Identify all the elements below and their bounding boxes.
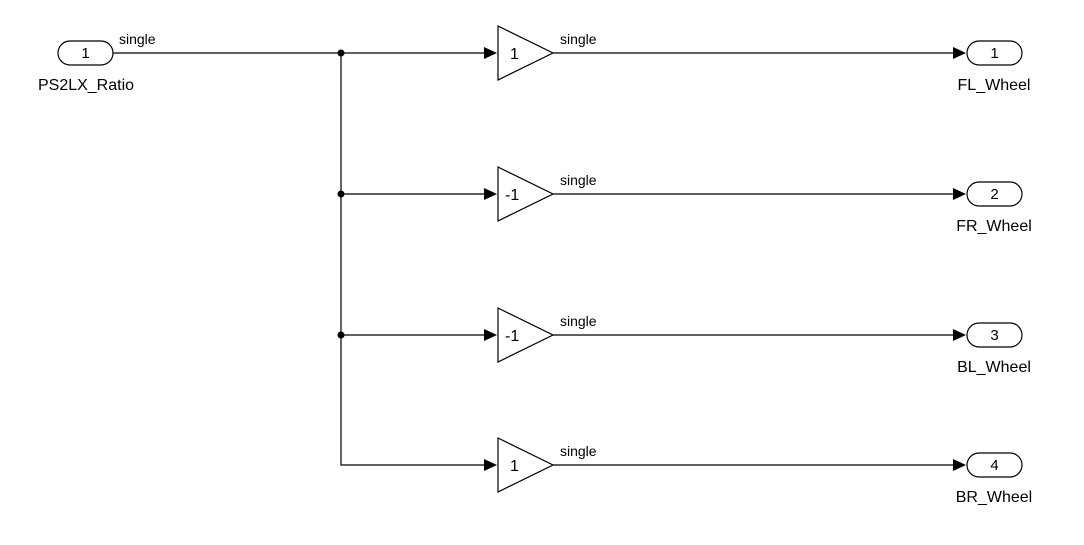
branch-point-1	[337, 49, 345, 57]
outport-name-4: BR_Wheel	[956, 489, 1032, 506]
outport-block-1[interactable]	[966, 40, 1023, 66]
outport-block-2[interactable]	[966, 181, 1023, 207]
arrowhead-icon	[953, 188, 966, 200]
branch-point-3	[337, 331, 345, 339]
gain-block-4[interactable]	[497, 437, 555, 493]
branch-row-1: 1 single 1 FL_Wheel	[484, 25, 1031, 94]
outport-block-3[interactable]	[966, 322, 1023, 348]
gain-value-2: -1	[505, 187, 519, 204]
outport-block-4[interactable]	[966, 452, 1023, 478]
output-signal-label-1: single	[560, 31, 597, 47]
signal-trunk[interactable]	[113, 52, 484, 466]
gain-block-1[interactable]	[497, 25, 555, 81]
branch-row-3: -1 single 3 BL_Wheel	[484, 307, 1031, 376]
gain-value-3: -1	[505, 328, 519, 345]
outport-number-3: 3	[990, 327, 998, 344]
inport-name: PS2LX_Ratio	[38, 77, 134, 94]
inport-block[interactable]: 1	[57, 40, 114, 66]
arrowhead-icon	[953, 47, 966, 59]
gain-value-4: 1	[510, 458, 519, 475]
branch-row-4: 1 single 4 BR_Wheel	[484, 437, 1032, 506]
output-signal-label-3: single	[560, 313, 597, 329]
outport-number-2: 2	[990, 186, 998, 203]
arrowhead-icon	[953, 329, 966, 341]
output-signal-label-2: single	[560, 172, 597, 188]
inport-signal-label: single	[119, 31, 156, 47]
outport-name-1: FL_Wheel	[958, 77, 1031, 94]
branch-row-2: -1 single 2 FR_Wheel	[484, 166, 1032, 235]
arrowhead-icon	[484, 188, 497, 200]
branch-point-2	[337, 190, 345, 198]
arrowhead-icon	[484, 47, 497, 59]
outport-name-3: BL_Wheel	[957, 359, 1031, 376]
gain-block-2[interactable]	[497, 166, 555, 222]
gain-value-1: 1	[510, 46, 519, 63]
arrowhead-icon	[484, 459, 497, 471]
inport-number: 1	[81, 45, 89, 62]
arrowhead-icon	[484, 329, 497, 341]
branch-trunk-line	[340, 53, 484, 466]
gain-block-3[interactable]	[497, 307, 555, 363]
outport-number-1: 1	[990, 45, 998, 62]
outport-name-2: FR_Wheel	[956, 218, 1032, 235]
arrowhead-icon	[953, 459, 966, 471]
outport-number-4: 4	[990, 457, 998, 474]
output-signal-label-4: single	[560, 443, 597, 459]
